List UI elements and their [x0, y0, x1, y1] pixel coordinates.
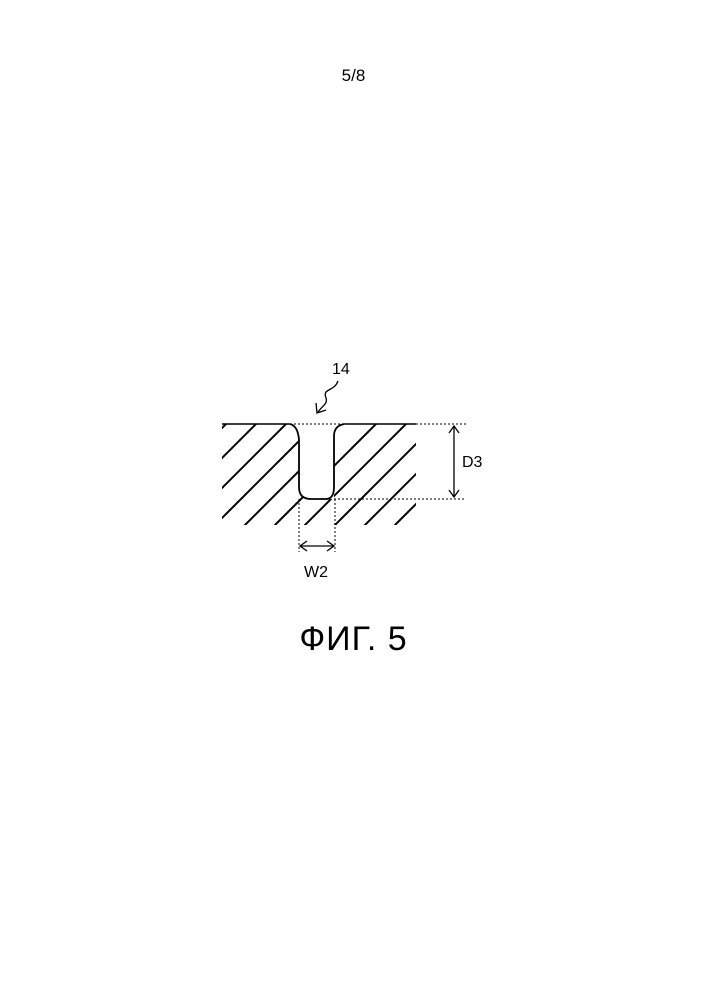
depth-label: D3: [462, 454, 483, 471]
substrate-hatch-right: [240, 410, 600, 560]
dimension-guides: [290, 424, 466, 552]
groove-profile: [290, 424, 344, 499]
substrate-hatch-left: [90, 410, 480, 560]
depth-dimension-arrow: [449, 426, 459, 497]
width-label: W2: [304, 564, 328, 581]
groove-reference-label: 14: [332, 361, 350, 378]
figure-caption: ФИГ. 5: [0, 620, 707, 659]
groove-leader-arrow: [316, 381, 338, 413]
width-dimension-arrow: [300, 541, 334, 551]
